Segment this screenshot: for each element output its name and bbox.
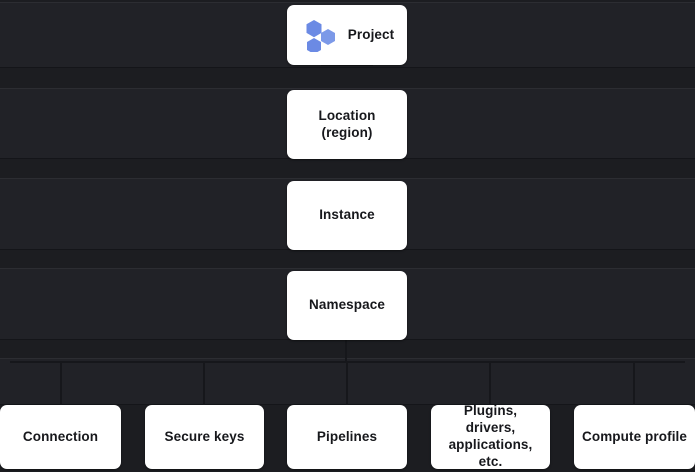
- node-label: Location (region): [318, 107, 376, 140]
- connector-drop-plugins: [489, 362, 491, 405]
- node-compute-profile[interactable]: Compute profile: [574, 405, 695, 469]
- connector-drop-pipelines: [346, 362, 348, 405]
- node-project[interactable]: Project: [287, 5, 407, 65]
- node-secure-keys[interactable]: Secure keys: [145, 405, 264, 469]
- node-label: Instance: [319, 207, 375, 223]
- node-location[interactable]: Location (region): [287, 90, 407, 159]
- hexagons-icon: [306, 20, 335, 52]
- connector-drop-compute-profile: [633, 362, 635, 405]
- connector-project-location: [321, 64, 373, 66]
- node-label: Connection: [22, 428, 99, 444]
- node-label: Namespace: [309, 297, 385, 313]
- node-label: Compute profile: [582, 428, 687, 444]
- node-label: Project: [347, 26, 395, 42]
- node-connection[interactable]: Connection: [0, 405, 121, 469]
- node-label: Pipelines: [316, 428, 378, 444]
- connector-drop-connection: [60, 362, 62, 405]
- node-namespace[interactable]: Namespace: [287, 271, 407, 340]
- node-instance[interactable]: Instance: [287, 181, 407, 250]
- connector-namespace-bus: [345, 340, 347, 362]
- node-label: Plugins, drivers, applications, etc.: [448, 403, 533, 469]
- connector-drop-secure-keys: [203, 362, 205, 405]
- node-label: Secure keys: [164, 428, 245, 444]
- node-plugins[interactable]: Plugins, drivers, applications, etc.: [431, 403, 550, 469]
- node-pipelines[interactable]: Pipelines: [287, 405, 407, 469]
